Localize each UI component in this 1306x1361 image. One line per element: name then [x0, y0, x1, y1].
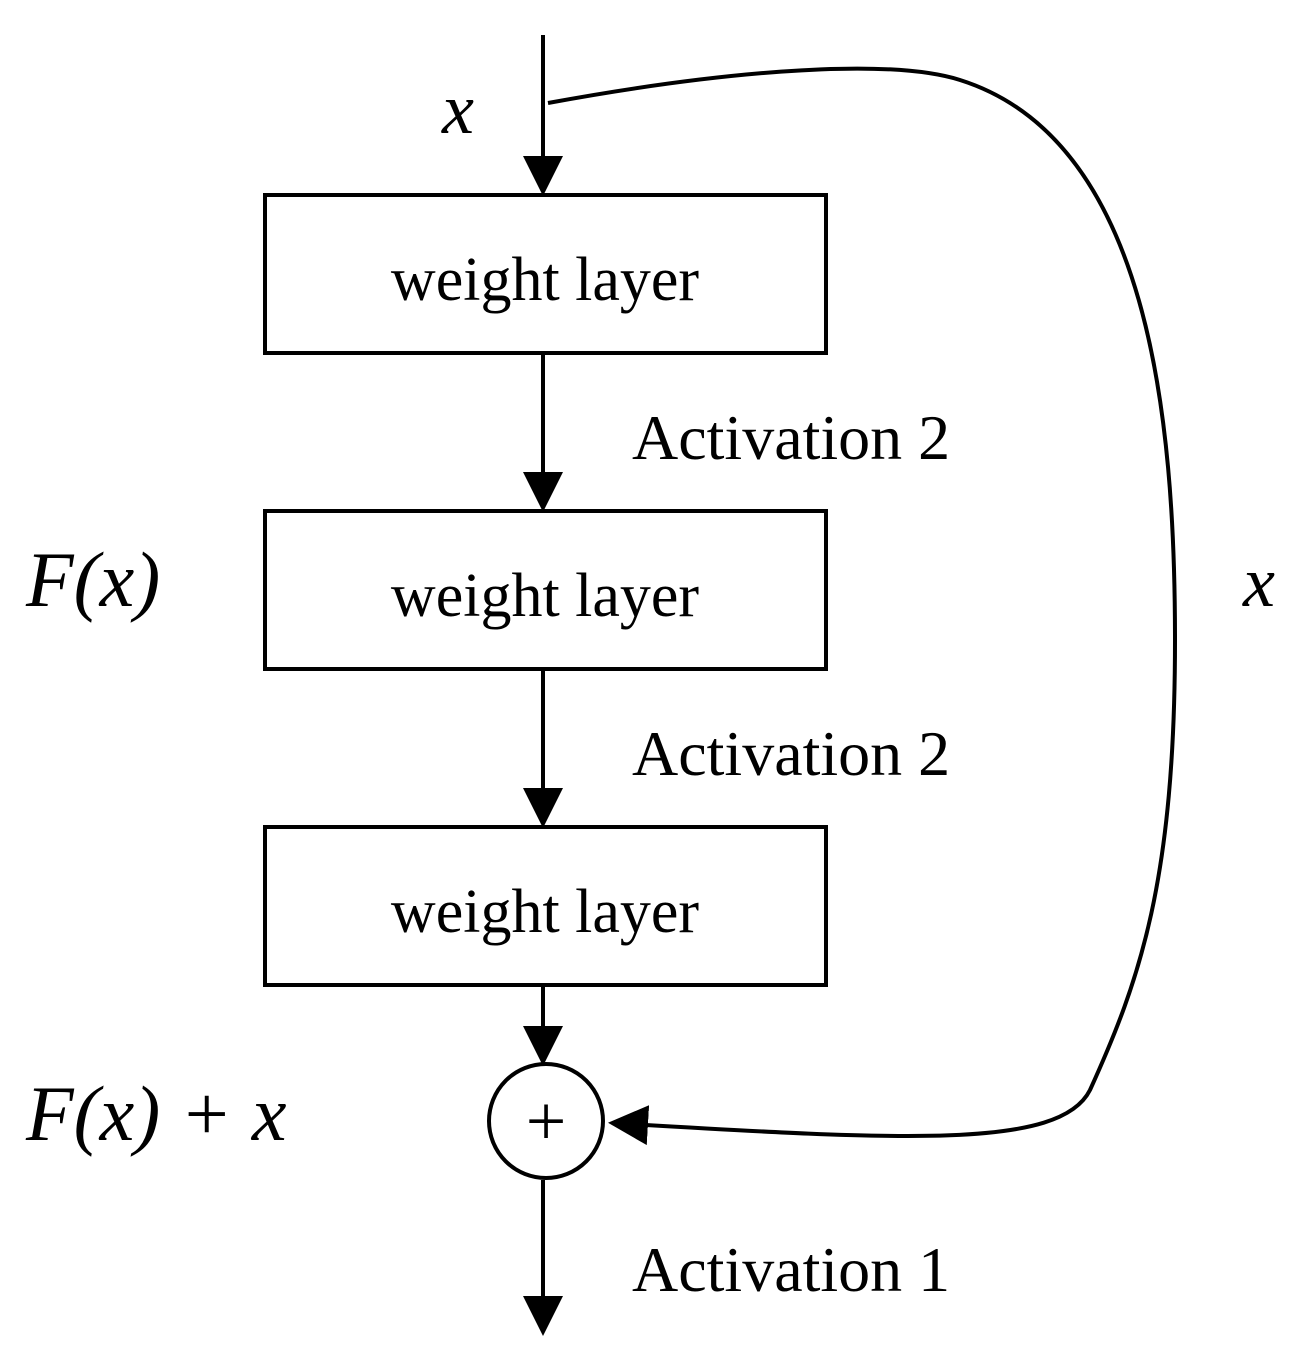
- weight-layer-box-2: [263, 509, 828, 671]
- plus-symbol: +: [526, 1081, 567, 1161]
- input-x-label: x: [441, 69, 474, 149]
- weight-layer-label-2: weight layer: [391, 562, 700, 630]
- activation-label-2: Activation 2: [632, 718, 950, 789]
- sum-node: [487, 1062, 605, 1180]
- weight-layer-label-3: weight layer: [391, 878, 700, 946]
- activation-label-1: Activation 2: [632, 402, 950, 473]
- activation-label-3: Activation 1: [632, 1234, 950, 1305]
- weight-layer-box-3: [263, 825, 828, 987]
- skip-connection: [547, 66, 1178, 1146]
- skip-x-label: x: [1242, 542, 1275, 622]
- weight-layer-label-1: weight layer: [391, 246, 700, 314]
- weight-layer-box-1: [263, 193, 828, 355]
- residual-function-label: F(x): [25, 536, 160, 623]
- sum-output-label: F(x) + x: [25, 1070, 287, 1157]
